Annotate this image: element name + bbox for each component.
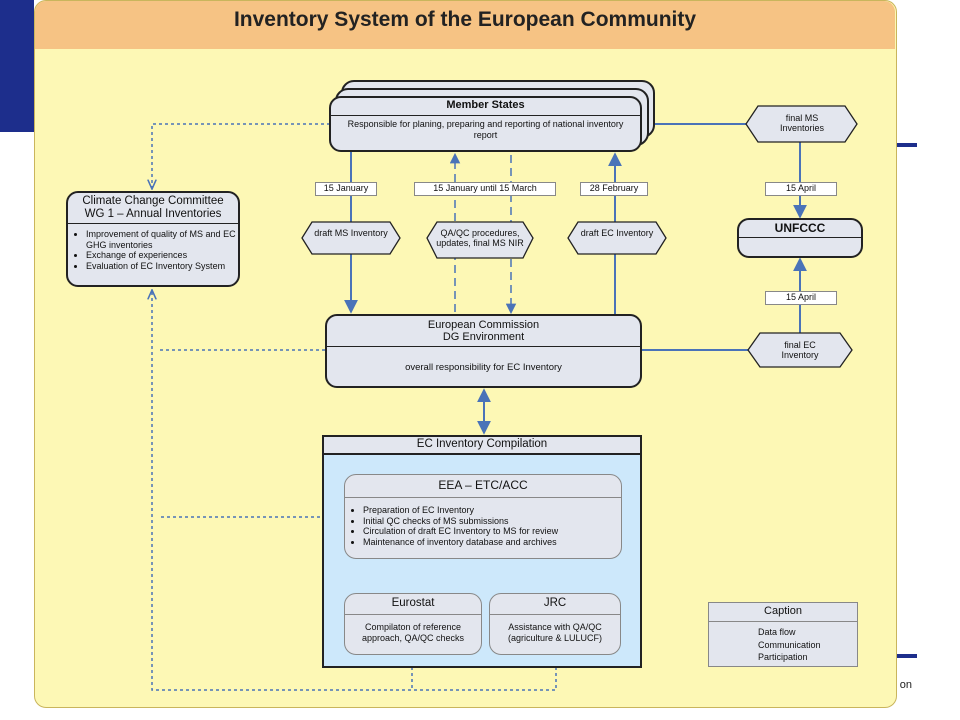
hex-draft-ec: [567, 221, 667, 255]
participation-bottom-loop: [152, 291, 557, 691]
footer-text-fragment: on: [899, 679, 912, 691]
ec-title-2: DG Environment: [442, 331, 525, 343]
hex-draft-ms: [301, 221, 401, 255]
committee-bullets: Improvement of quality of MS and EC GHG …: [70, 229, 246, 271]
eea-bullet: Preparation of EC Inventory: [363, 505, 633, 516]
ec-title-1: European Commission: [427, 319, 540, 331]
committee-title-1: Climate Change Committee: [82, 195, 224, 207]
eurostat-desc: Compilaton of reference approach, QA/QC …: [361, 622, 465, 643]
committee-bullet: Evaluation of EC Inventory System: [86, 261, 246, 272]
caption-legend: Caption: [708, 602, 858, 667]
eea-bullet: Maintenance of inventory database and ar…: [363, 537, 633, 548]
date-label-apr15-bottom: 15 April: [765, 291, 837, 305]
ec-desc: overall responsibility for EC Inventory: [405, 362, 562, 373]
committee-bullet: Improvement of quality of MS and EC GHG …: [86, 229, 246, 250]
eea-bullet: Initial QC checks of MS submissions: [363, 516, 633, 527]
eurostat-title: Eurostat: [391, 597, 435, 609]
member-states-title: Member States: [446, 99, 525, 111]
climate-committee-box: Climate Change Committee WG 1 – Annual I…: [66, 191, 240, 287]
legend-label-communication: Communication: [758, 640, 821, 650]
eea-bullet: Circulation of draft EC Inventory to MS …: [363, 526, 633, 537]
doc-draft-ms: draft MS Inventory: [314, 228, 388, 238]
hex-qaqc: [426, 221, 534, 259]
eea-title: EEA – ETC/ACC: [438, 478, 528, 492]
doc-qaqc: QA/QC procedures, updates, final MS NIR: [436, 228, 524, 248]
date-label-jan-mar: 15 January until 15 March: [414, 182, 556, 196]
doc-draft-ec: draft EC Inventory: [580, 228, 654, 238]
committee-bullet: Exchange of experiences: [86, 250, 246, 261]
caption-title: Caption: [764, 605, 802, 617]
hex-final-ms: [745, 105, 858, 143]
unfccc-box: UNFCCC: [737, 218, 863, 258]
jrc-title: JRC: [543, 597, 567, 609]
hex-final-ec: [747, 332, 853, 368]
legend-label-data-flow: Data flow: [758, 627, 796, 637]
right-accent-line-top: [895, 143, 917, 147]
european-commission-box: European Commission DG Environment overa…: [325, 314, 642, 388]
title-band: [35, 1, 895, 49]
doc-final-ms: final MS Inventories: [779, 113, 825, 133]
participation-ms-committee: [152, 123, 330, 188]
page-title: Inventory System of the European Communi…: [233, 8, 697, 31]
unfccc-title: UNFCCC: [774, 221, 826, 235]
eurostat-box: Eurostat Compilaton of reference approac…: [344, 593, 482, 655]
legend-label-participation: Participation: [758, 652, 808, 662]
member-states-desc: Responsible for planing, preparing and r…: [347, 119, 624, 140]
committee-title-2: WG 1 – Annual Inventories: [84, 208, 222, 220]
right-accent-line-bottom: [895, 654, 917, 658]
doc-final-ec: final EC Inventory: [781, 340, 819, 360]
compilation-title: EC Inventory Compilation: [416, 438, 548, 450]
jrc-box: JRC Assistance with QA/QC (agriculture &…: [489, 593, 621, 655]
eea-box: EEA – ETC/ACC Preparation of EC Inventor…: [344, 474, 622, 559]
eea-bullets: Preparation of EC Inventory Initial QC c…: [347, 505, 633, 547]
member-states-box: Member States Responsible for planing, p…: [329, 96, 642, 152]
date-label-feb28: 28 February: [580, 182, 648, 196]
date-label-jan15: 15 January: [315, 182, 377, 196]
date-label-apr15-top: 15 April: [765, 182, 837, 196]
jrc-desc: Assistance with QA/QC (agriculture & LUL…: [507, 622, 603, 643]
left-accent-bar: [0, 0, 34, 132]
compilation-header: [324, 437, 640, 455]
